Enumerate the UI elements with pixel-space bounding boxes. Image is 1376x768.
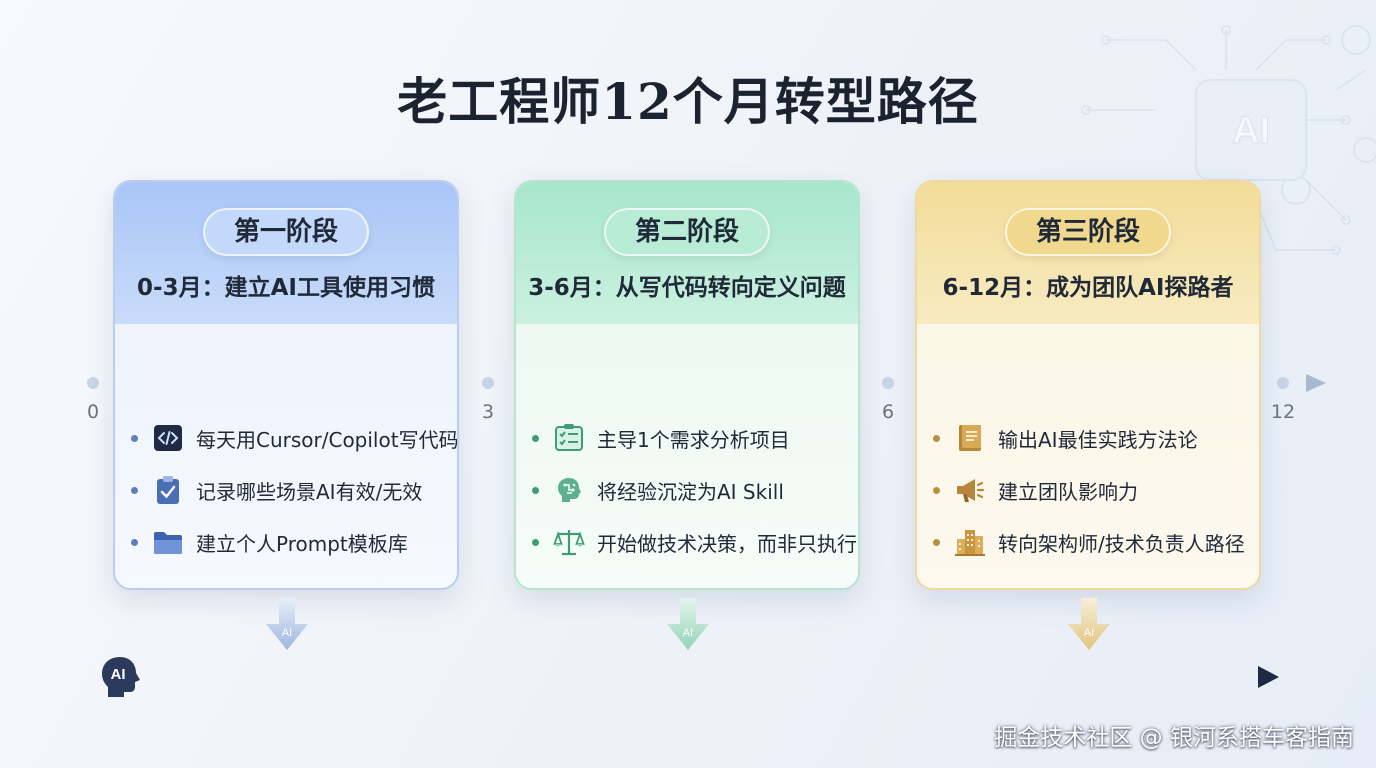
footer-credit: 掘金技术社区 @ 银河系搭车客指南	[994, 725, 1354, 751]
list-item: 将经验沉淀为AI Skill	[516, 464, 858, 516]
phase-card-body	[516, 324, 858, 588]
timeline-dot	[482, 377, 494, 389]
timeline-dot	[882, 377, 894, 389]
tick-label-12: 12	[1270, 401, 1296, 423]
bullet-dot	[933, 486, 940, 494]
phase-badge: 第二阶段	[604, 208, 770, 256]
code-icon	[152, 422, 184, 454]
bullet-dot	[933, 434, 940, 442]
phase-subtitle: 0-3月：建立AI工具使用习惯	[137, 275, 435, 301]
arrow-ai-label: AI	[282, 627, 292, 639]
phase-card-header: 第一阶段 0-3月：建立AI工具使用习惯	[115, 182, 457, 324]
phase-card-1: 第一阶段 0-3月：建立AI工具使用习惯 每天用Cursor/Copilot写代…	[113, 180, 459, 590]
item-text: 建立个人Prompt模板库	[196, 531, 408, 556]
bullet-dot	[532, 486, 539, 494]
ai-head-label: AI	[111, 666, 126, 683]
tick-label-3: 3	[481, 401, 495, 423]
clipboard-check-icon	[152, 474, 184, 506]
item-text: 输出AI最佳实践方法论	[998, 427, 1198, 452]
phase-item-list: 输出AI最佳实践方法论 建立团队影响力 转向架构师/技术负责人路径	[917, 412, 1259, 568]
timeline-arrowhead	[1306, 374, 1326, 392]
buildings-icon	[954, 526, 986, 558]
bullet-dot	[131, 538, 138, 546]
down-arrow-2: AI	[667, 598, 709, 650]
folder-icon	[152, 526, 184, 558]
phase-item-list: 主导1个需求分析项目 将经验沉淀为AI Skill 开始做技术决策，而非只执行	[516, 412, 858, 568]
phase-card-3: 第三阶段 6-12月：成为团队AI探路者 输出AI最佳实践方法论 建立团队影响力…	[915, 180, 1261, 590]
list-item: 建立团队影响力	[917, 464, 1259, 516]
down-arrow-3: AI	[1068, 598, 1110, 650]
book-icon	[954, 422, 986, 454]
list-item: 建立个人Prompt模板库	[115, 516, 457, 568]
phase-item-list: 每天用Cursor/Copilot写代码 记录哪些场景AI有效/无效 建立个人P…	[115, 412, 457, 568]
phase-card-header: 第三阶段 6-12月：成为团队AI探路者	[917, 182, 1259, 324]
timeline-dot	[1277, 377, 1289, 389]
ai-watermark-text: AI	[1232, 110, 1270, 152]
list-item: 开始做技术决策，而非只执行	[516, 516, 858, 568]
phase-badge: 第一阶段	[203, 208, 369, 256]
list-item: 输出AI最佳实践方法论	[917, 412, 1259, 464]
bullet-dot	[131, 486, 138, 494]
bullet-dot	[933, 538, 940, 546]
bullet-dot	[532, 434, 539, 442]
scales-icon	[553, 526, 585, 558]
bottom-progress-arrowhead	[1258, 666, 1279, 688]
item-text: 建立团队影响力	[998, 479, 1138, 504]
megaphone-icon	[954, 474, 986, 506]
phase-subtitle: 3-6月：从写代码转向定义问题	[528, 275, 846, 301]
bullet-dot	[532, 538, 539, 546]
arrow-ai-label: AI	[683, 627, 693, 639]
item-text: 转向架构师/技术负责人路径	[998, 531, 1245, 556]
checklist-board-icon	[553, 422, 585, 454]
tick-label-6: 6	[881, 401, 895, 423]
arrow-ai-label: AI	[1084, 627, 1094, 639]
brain-circuit-icon	[553, 474, 585, 506]
list-item: 每天用Cursor/Copilot写代码	[115, 412, 457, 464]
list-item: 转向架构师/技术负责人路径	[917, 516, 1259, 568]
down-arrow-1: AI	[266, 598, 308, 650]
page-title: 老工程师12个月转型路径	[397, 72, 979, 131]
phase-card-header: 第二阶段 3-6月：从写代码转向定义问题	[516, 182, 858, 324]
timeline-dot	[87, 377, 99, 389]
bullet-dot	[131, 434, 138, 442]
item-text: 主导1个需求分析项目	[597, 427, 790, 452]
phase-card-2: 第二阶段 3-6月：从写代码转向定义问题 主导1个需求分析项目 将经验沉淀为AI…	[514, 180, 860, 590]
ai-head-icon: AI	[102, 657, 140, 697]
item-text: 将经验沉淀为AI Skill	[597, 479, 784, 504]
item-text: 每天用Cursor/Copilot写代码	[196, 427, 459, 452]
phase-subtitle: 6-12月：成为团队AI探路者	[942, 275, 1234, 301]
tick-label-0: 0	[86, 401, 100, 423]
list-item: 记录哪些场景AI有效/无效	[115, 464, 457, 516]
item-text: 记录哪些场景AI有效/无效	[196, 479, 423, 504]
list-item: 主导1个需求分析项目	[516, 412, 858, 464]
phase-badge: 第三阶段	[1005, 208, 1171, 256]
item-text: 开始做技术决策，而非只执行	[597, 531, 857, 556]
